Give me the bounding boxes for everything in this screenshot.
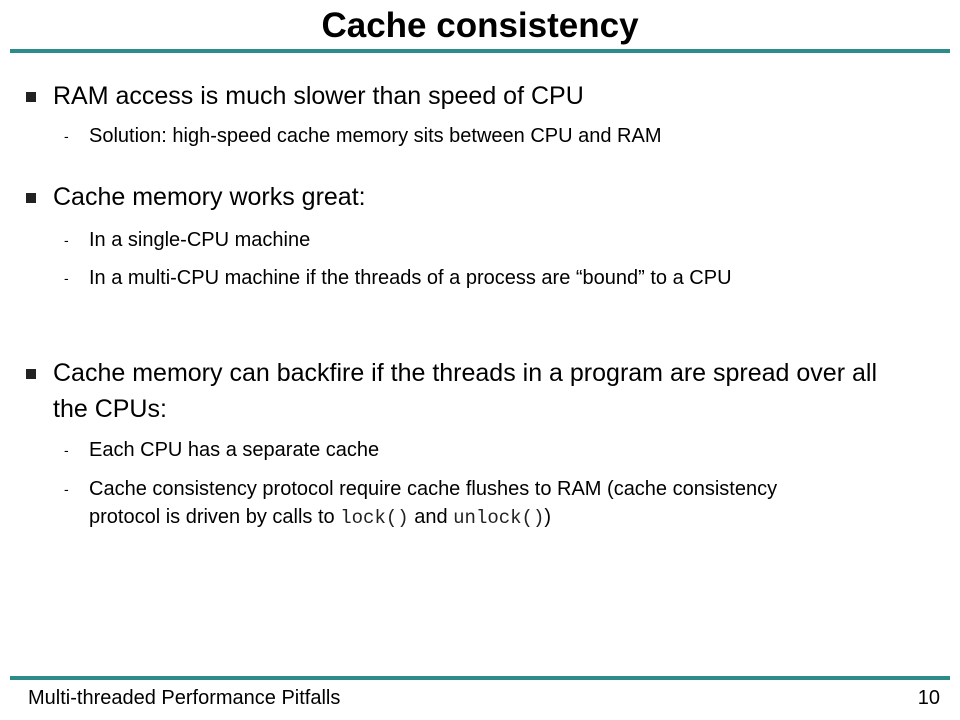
square-bullet-icon bbox=[26, 369, 36, 379]
bullet-text: RAM access is much slower than speed of … bbox=[53, 82, 584, 110]
sub-bullet-text: In a multi-CPU machine if the threads of… bbox=[89, 267, 732, 289]
square-bullet-icon bbox=[26, 193, 36, 203]
footer-title: Multi-threaded Performance Pitfalls bbox=[28, 687, 341, 709]
sub-bullet-item: - In a single-CPU machine bbox=[64, 226, 899, 254]
page-number: 10 bbox=[917, 687, 940, 709]
sub-bullet-text: Each CPU has a separate cache bbox=[89, 439, 380, 461]
bullet-item: Cache memory can backfire if the threads… bbox=[26, 355, 903, 427]
dash-bullet-icon: - bbox=[64, 232, 69, 248]
dash-bullet-icon: - bbox=[64, 481, 69, 497]
sub-bullet-item: - Each CPU has a separate cache bbox=[64, 436, 899, 464]
dash-bullet-icon: - bbox=[64, 442, 69, 458]
bullet-text: Cache memory can backfire if the threads… bbox=[53, 359, 877, 423]
sub-bullet-text: and bbox=[408, 506, 454, 528]
sub-bullet-text: ) bbox=[544, 506, 552, 528]
sub-bullet-item: - Solution: high-speed cache memory sits… bbox=[64, 122, 899, 150]
sub-bullet-item: - Cache consistency protocol require cac… bbox=[64, 475, 819, 532]
dash-bullet-icon: - bbox=[64, 270, 69, 286]
code-lock: lock() bbox=[340, 507, 409, 529]
slide-title: Cache consistency bbox=[321, 6, 639, 45]
dash-bullet-icon: - bbox=[64, 128, 69, 144]
sub-bullet-text: In a single-CPU machine bbox=[89, 229, 311, 251]
title-divider bbox=[10, 49, 950, 53]
bullet-item: Cache memory works great: bbox=[26, 179, 913, 215]
square-bullet-icon bbox=[26, 92, 36, 102]
bullet-item: RAM access is much slower than speed of … bbox=[26, 78, 913, 114]
bullet-text: Cache memory works great: bbox=[53, 183, 366, 211]
sub-bullet-item: - In a multi-CPU machine if the threads … bbox=[64, 264, 889, 292]
code-unlock: unlock() bbox=[453, 507, 545, 529]
footer-divider bbox=[10, 676, 950, 680]
sub-bullet-text: Solution: high-speed cache memory sits b… bbox=[89, 125, 662, 147]
sub-bullet-text: Cache consistency protocol require cache… bbox=[89, 478, 778, 528]
